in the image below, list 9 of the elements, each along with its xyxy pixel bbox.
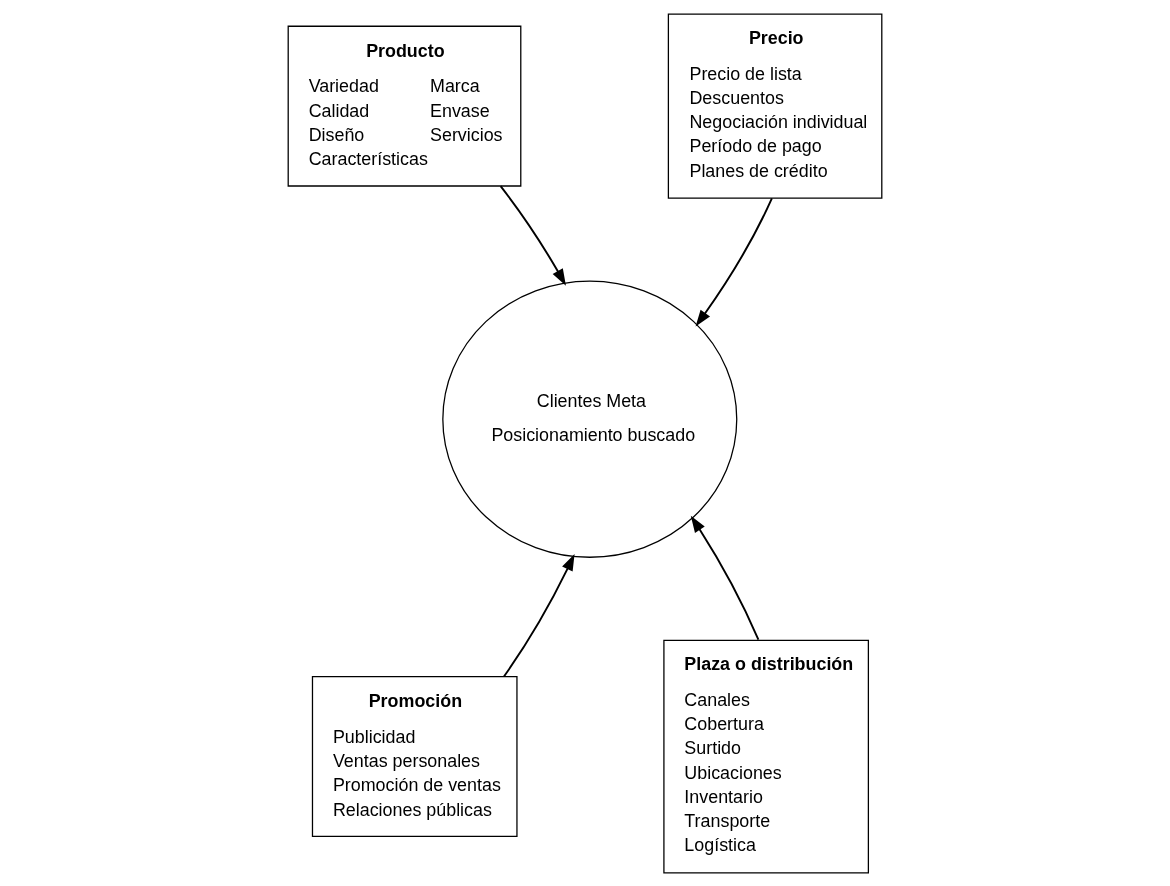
node-box: Producto Variedad Marca Calidad Envase Diseño Servicios Características	[287, 25, 522, 187]
arrow	[503, 553, 575, 677]
arrow	[499, 184, 566, 286]
node-box: Plaza o distribución Canales Cobertura Surtido Ubicaciones Inventario Transporte Logística	[663, 639, 869, 874]
node-box: Promoción Publicidad Ventas personales Promoción de ventas Relaciones públicas	[311, 675, 518, 837]
arrow	[695, 197, 773, 327]
node-box: Precio Precio de lista Descuentos Negociación individual Período de pago Planes de crédito	[667, 12, 883, 199]
arrow	[690, 515, 760, 641]
node-circle: Clientes Meta Posicionamiento buscado	[442, 280, 738, 558]
